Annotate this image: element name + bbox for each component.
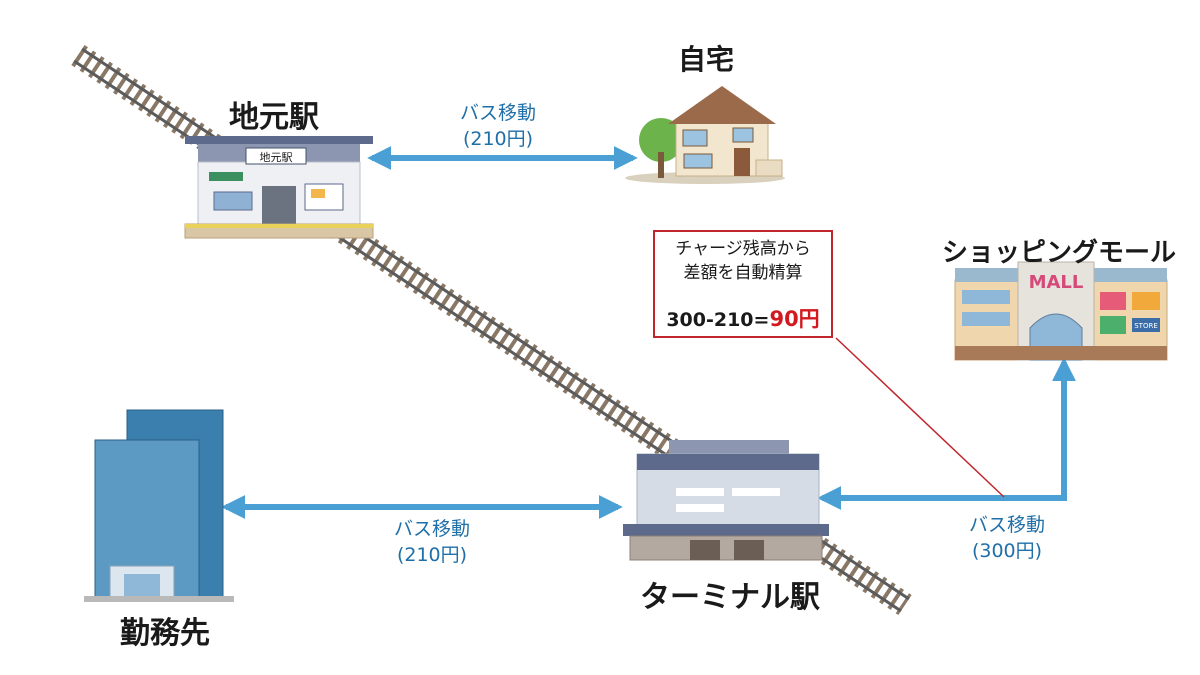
office-label: 勤務先 bbox=[120, 616, 210, 651]
shopping-mall-label: ショッピングモール bbox=[942, 238, 1177, 268]
edge-label-terminal-mall: バス移動 (300円) bbox=[947, 512, 1067, 564]
edge-fare: (210円) bbox=[462, 128, 534, 150]
terminal-station-icon bbox=[623, 440, 829, 561]
calc-prefix: 300-210= bbox=[666, 309, 770, 331]
edge-mode: バス移動 bbox=[459, 102, 536, 124]
store-sign-text: STORE bbox=[1134, 322, 1158, 330]
auto-settlement-callout: チャージ残高から 差額を自動精算 300-210=90円 bbox=[653, 230, 833, 338]
edge-mode: バス移動 bbox=[393, 518, 470, 540]
local-station-label: 地元駅 bbox=[229, 100, 319, 135]
mall-sign-text: MALL bbox=[1029, 272, 1084, 293]
terminal-station-label: ターミナル駅 bbox=[640, 580, 820, 615]
callout-calculation: 300-210=90円 bbox=[655, 303, 831, 333]
local-station-icon: 地元駅 bbox=[184, 136, 374, 239]
edge-fare: (300円) bbox=[971, 540, 1043, 562]
edge-label-local-station-home: バス移動 (210円) bbox=[438, 100, 558, 152]
edge-label-office-terminal: バス移動 (210円) bbox=[372, 516, 492, 568]
calc-result: 90円 bbox=[769, 307, 820, 331]
office-building-icon bbox=[84, 409, 234, 602]
callout-line-2: 差額を自動精算 bbox=[683, 263, 803, 283]
home-label: 自宅 bbox=[678, 43, 735, 76]
edge-fare: (210円) bbox=[396, 544, 468, 566]
station-sign-text: 地元駅 bbox=[260, 151, 293, 164]
callout-pointer bbox=[835, 337, 1005, 498]
callout-line-1: チャージ残高から bbox=[675, 239, 811, 259]
mall-icon: MALL STORE bbox=[954, 261, 1168, 361]
arrow-terminal-mall bbox=[817, 357, 1076, 510]
edge-mode: バス移動 bbox=[968, 514, 1045, 536]
house-icon bbox=[625, 86, 785, 184]
